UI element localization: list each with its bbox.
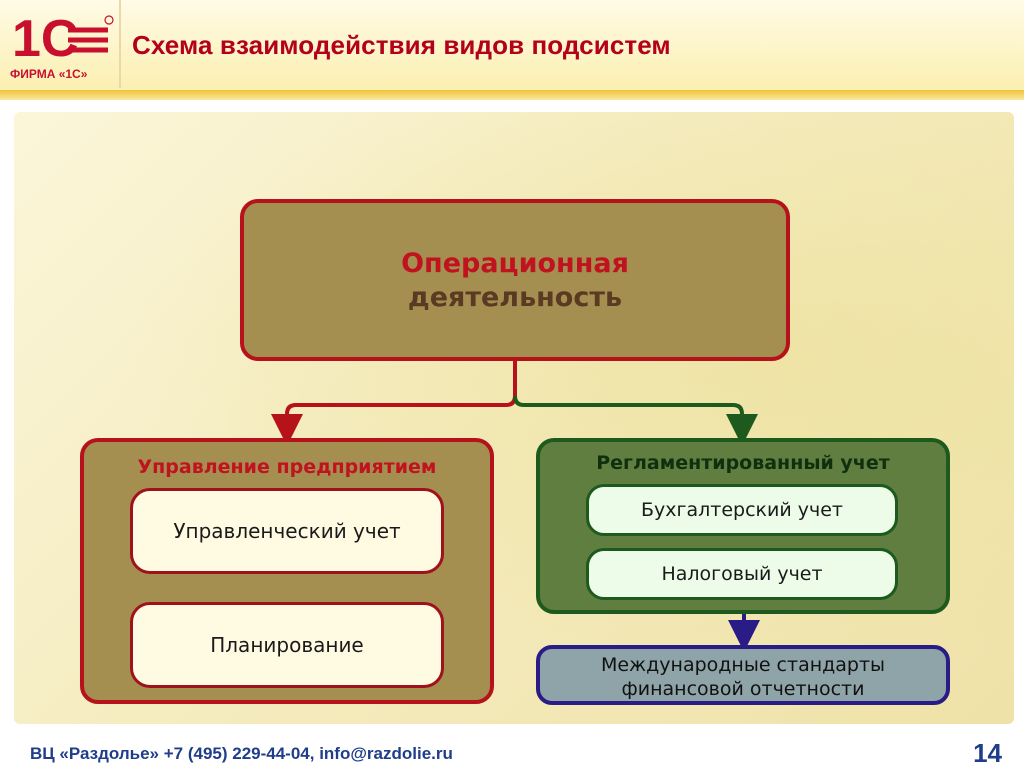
- footer-contact: ВЦ «Раздолье» +7 (495) 229-44-04, info@r…: [30, 744, 453, 763]
- logo-divider: [119, 0, 121, 88]
- arrow-to-regulated: [513, 395, 758, 446]
- logo-mark: 1С: [12, 10, 78, 68]
- footer: ВЦ «Раздолье» +7 (495) 229-44-04, info@r…: [0, 738, 1024, 768]
- page-number: 14: [973, 738, 1002, 768]
- tax-accounting-box: Налоговый учет: [586, 548, 898, 600]
- enterprise-management-title: Управление предприятием: [137, 456, 437, 478]
- header-bar: [0, 0, 1024, 92]
- operational-line2: деятельность: [407, 282, 623, 313]
- arrow-to-management: [271, 361, 517, 446]
- ifrs-box: Международные стандарты финансовой отчет…: [536, 645, 950, 705]
- ifrs-line2: финансовой отчетности: [621, 678, 865, 700]
- operational-activity-box: Операционная деятельность: [240, 199, 790, 361]
- operational-line1: Операционная: [401, 248, 629, 279]
- management-accounting-box: Управленческий учет: [130, 488, 444, 574]
- page-title: Схема взаимодействия видов подсистем: [132, 30, 671, 60]
- bookkeeping-box: Бухгалтерский учет: [586, 484, 898, 536]
- regulated-accounting-title: Регламентированный учет: [596, 452, 890, 474]
- header-rule: [0, 90, 1024, 100]
- ifrs-line1: Международные стандарты: [600, 654, 886, 676]
- logo-caption: ФИРМА «1С»: [10, 67, 88, 81]
- company-logo: 1С ФИРМА «1С»: [10, 8, 118, 84]
- logo-1c-icon: 1С ФИРМА «1С»: [10, 10, 114, 81]
- planning-box: Планирование: [130, 602, 444, 688]
